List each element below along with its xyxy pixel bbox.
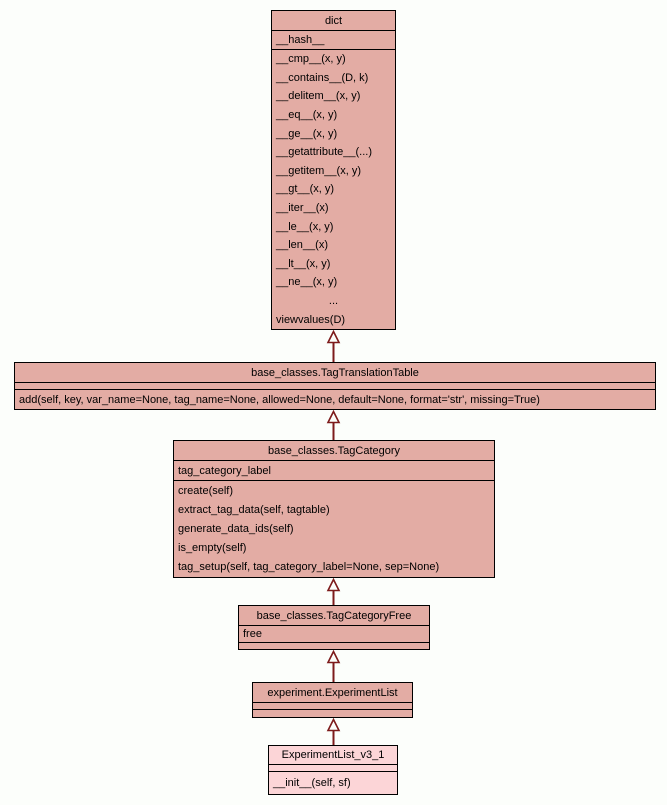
inheritance-arrow	[326, 578, 341, 605]
inheritance-arrow	[326, 650, 341, 682]
class-method: __gt__(x, y)	[276, 183, 335, 196]
class-method: __getitem__(x, y)	[276, 164, 361, 177]
class-method: __delitem__(x, y)	[276, 90, 361, 103]
class-method: is_empty(self)	[178, 542, 247, 555]
class-method: __lt__(x, y)	[276, 257, 331, 270]
empty-attributes-section	[269, 765, 397, 772]
class-method: __iter__(x)	[276, 202, 329, 215]
empty-methods-section	[253, 710, 412, 717]
class-method: __getattribute__(...)	[276, 146, 373, 159]
class-box-tagcategory[interactable]: base_classes.TagCategory tag_category_la…	[173, 440, 495, 578]
class-method: generate_data_ids(self)	[178, 523, 294, 535]
class-attribute: tag_category_label	[178, 464, 271, 477]
class-method: viewvalues(D)	[276, 313, 346, 326]
inheritance-arrow	[326, 330, 341, 362]
empty-attributes-section	[253, 703, 412, 710]
class-method: __cmp__(x, y)	[276, 53, 346, 66]
class-attribute: __hash__	[276, 34, 325, 46]
class-method: __contains__(D, k)	[276, 71, 369, 84]
class-box-tagtranslationtable[interactable]: base_classes.TagTranslationTable add(sel…	[14, 362, 656, 410]
class-box-dict[interactable]: dict __hash__ __cmp__(x, y) __contains__…	[271, 10, 396, 330]
empty-methods-section	[239, 643, 429, 649]
class-method: __eq__(x, y)	[276, 109, 338, 122]
empty-attributes-section	[15, 383, 655, 390]
class-box-tagcategoryfree[interactable]: base_classes.TagCategoryFree free	[238, 605, 430, 650]
class-method: __len__(x)	[276, 239, 328, 252]
class-title: experiment.ExperimentList	[253, 683, 412, 703]
class-method: add(self, key, var_name=None, tag_name=N…	[19, 393, 540, 406]
class-box-experimentlist-v3-1[interactable]: ExperimentList_v3_1 __init__(self, sf)	[268, 745, 398, 795]
class-method: __ge__(x, y)	[276, 127, 338, 140]
class-method: tag_setup(self, tag_category_label=None,…	[178, 561, 440, 574]
class-title: ExperimentList_v3_1	[269, 746, 397, 765]
class-method: __ne__(x, y)	[276, 276, 338, 289]
class-title: base_classes.TagTranslationTable	[15, 363, 655, 383]
methods-ellipsis: ...	[328, 295, 339, 308]
class-title: base_classes.TagCategoryFree	[239, 606, 429, 626]
class-box-experimentlist[interactable]: experiment.ExperimentList	[252, 682, 413, 718]
class-method: __init__(self, sf)	[273, 777, 351, 789]
inheritance-arrow	[326, 410, 341, 440]
class-method: __le__(x, y)	[276, 220, 334, 233]
inheritance-arrow	[326, 718, 341, 745]
class-method: extract_tag_data(self, tagtable)	[178, 503, 330, 516]
class-attribute: free	[243, 628, 262, 640]
class-title: base_classes.TagCategory	[174, 441, 494, 461]
class-method: create(self)	[178, 484, 234, 497]
class-title: dict	[272, 11, 395, 31]
